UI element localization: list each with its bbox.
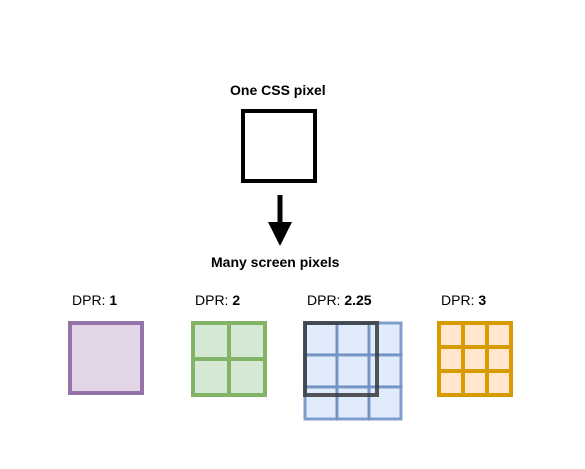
screen-pixel-cell	[461, 321, 489, 349]
screen-pixel-cell	[437, 369, 465, 397]
screen-pixel-cell	[485, 321, 513, 349]
dpr-3-value: 3	[478, 292, 487, 308]
dpr-2-25-label: DPR: 2.25	[307, 292, 372, 308]
screen-pixel-cell	[191, 357, 231, 397]
dpr-1-value: 1	[109, 292, 118, 308]
one-css-pixel-label: One CSS pixel	[230, 82, 326, 98]
screen-pixel-cell	[335, 385, 371, 421]
screen-pixel-cell	[461, 369, 489, 397]
screen-pixel-cell	[485, 345, 513, 373]
dpr-1-prefix: DPR:	[72, 292, 110, 308]
screen-pixel-cell	[367, 353, 403, 389]
dpr-1-grid	[68, 321, 144, 395]
dpr-2-25-grid	[303, 321, 403, 421]
dpr-2-grid	[191, 321, 267, 397]
screen-pixel-cell	[461, 345, 489, 373]
dpr-2-label: DPR: 2	[195, 292, 240, 308]
screen-pixel-cell	[303, 385, 339, 421]
dpr-2-25-prefix: DPR:	[307, 292, 345, 308]
dpr-2-prefix: DPR:	[195, 292, 233, 308]
screen-pixel-cell	[485, 369, 513, 397]
screen-pixel-cell	[335, 321, 371, 357]
dpr-3-grid	[437, 321, 513, 397]
dpr-2-value: 2	[232, 292, 241, 308]
screen-pixel-cell	[437, 321, 465, 349]
screen-pixel-cell	[335, 353, 371, 389]
css-pixel-overlay	[303, 321, 379, 397]
dpr-3-label: DPR: 3	[441, 292, 486, 308]
screen-pixel-cell	[227, 321, 267, 361]
screen-pixel-cell	[367, 385, 403, 421]
css-pixel-square	[241, 109, 317, 183]
screen-pixel-cell	[191, 321, 231, 361]
screen-pixel-cell	[367, 321, 403, 357]
dpr-2-25-value: 2.25	[344, 292, 372, 308]
down-arrow-icon	[268, 195, 292, 246]
screen-pixel-cell	[303, 353, 339, 389]
dpr-1-label: DPR: 1	[72, 292, 117, 308]
screen-pixel-cell	[303, 321, 339, 357]
many-screen-pixels-label: Many screen pixels	[211, 254, 340, 270]
dpr-3-prefix: DPR:	[441, 292, 479, 308]
screen-pixel-cell	[437, 345, 465, 373]
screen-pixel-cell	[227, 357, 267, 397]
